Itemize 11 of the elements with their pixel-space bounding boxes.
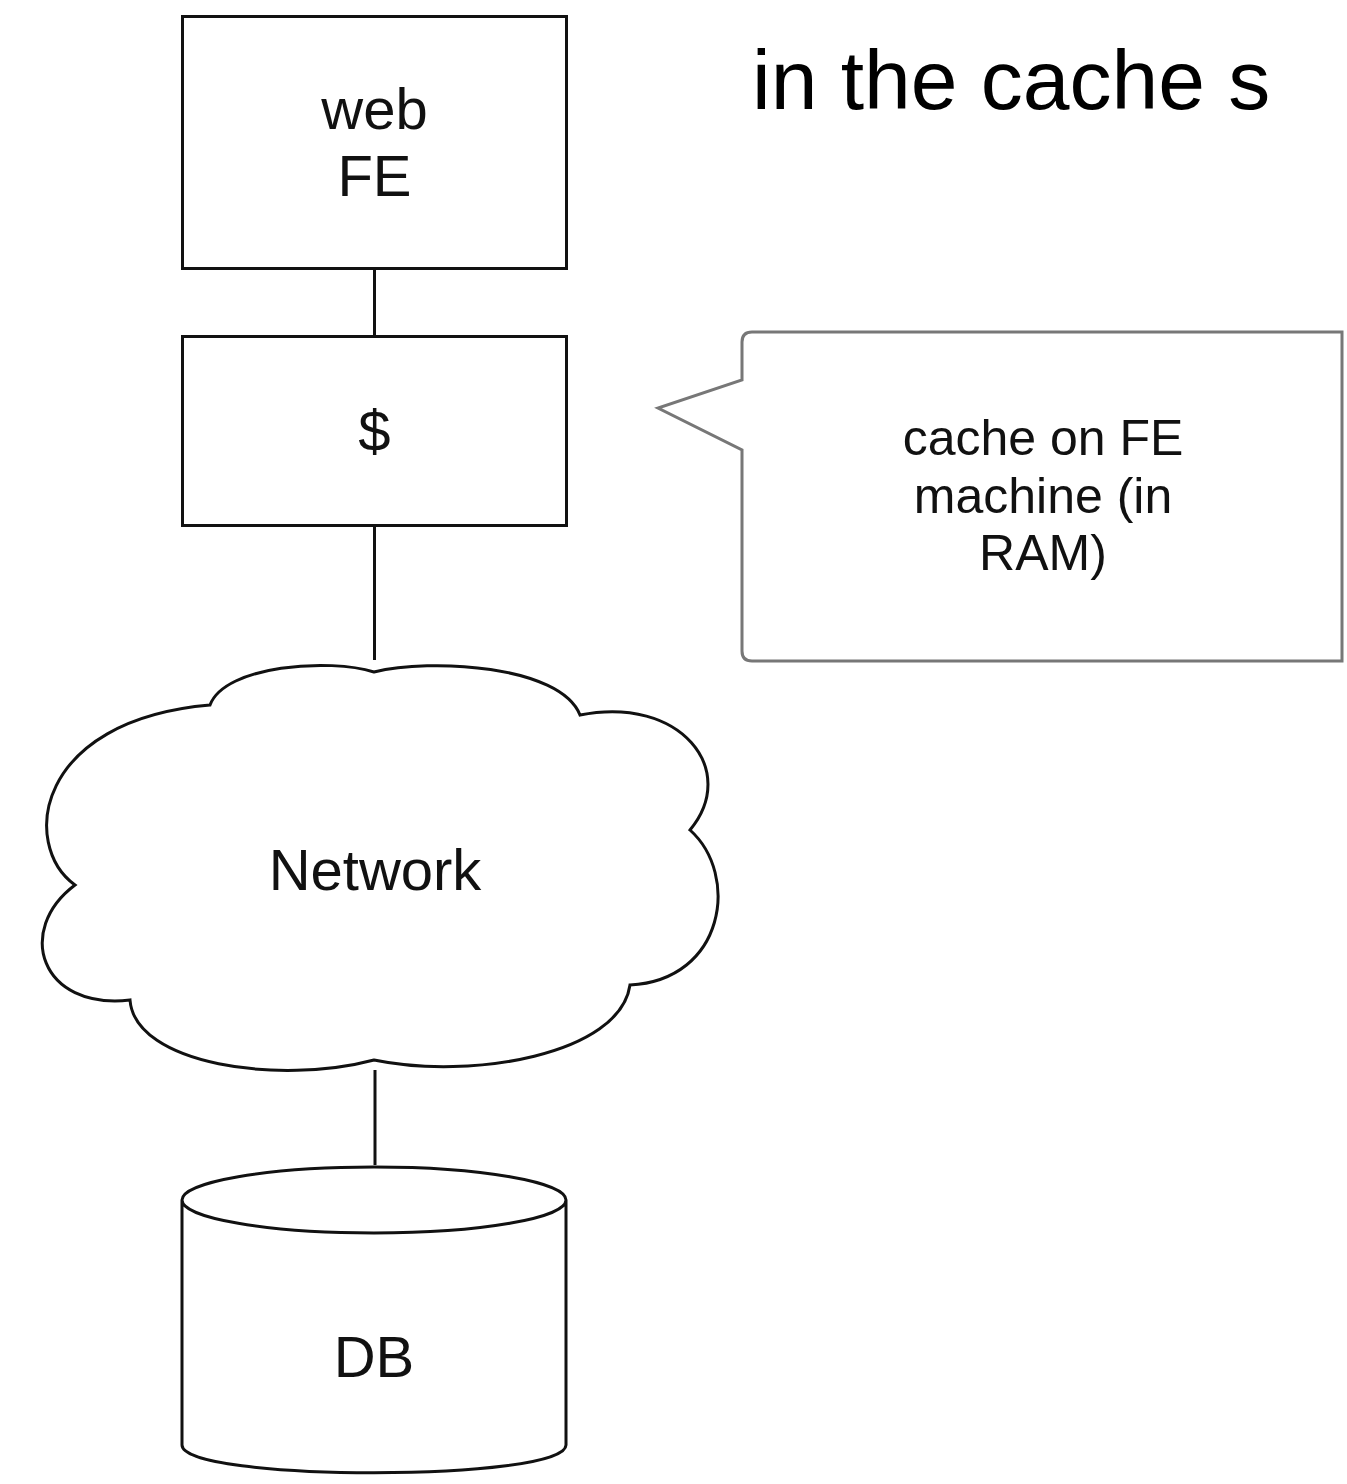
- node-label: web FE: [320, 75, 429, 210]
- node-label: $: [357, 397, 392, 465]
- process-box: [181, 335, 568, 527]
- heading-text: in the cache s: [752, 38, 1271, 122]
- node-label: cache on FE machine (in RAM): [901, 410, 1185, 583]
- node-label: DB: [332, 1324, 416, 1391]
- process-box: [181, 15, 568, 270]
- node-label: Network: [267, 836, 483, 904]
- connector-line: [373, 270, 376, 335]
- connector-line: [373, 1070, 377, 1165]
- connector-line: [373, 527, 376, 660]
